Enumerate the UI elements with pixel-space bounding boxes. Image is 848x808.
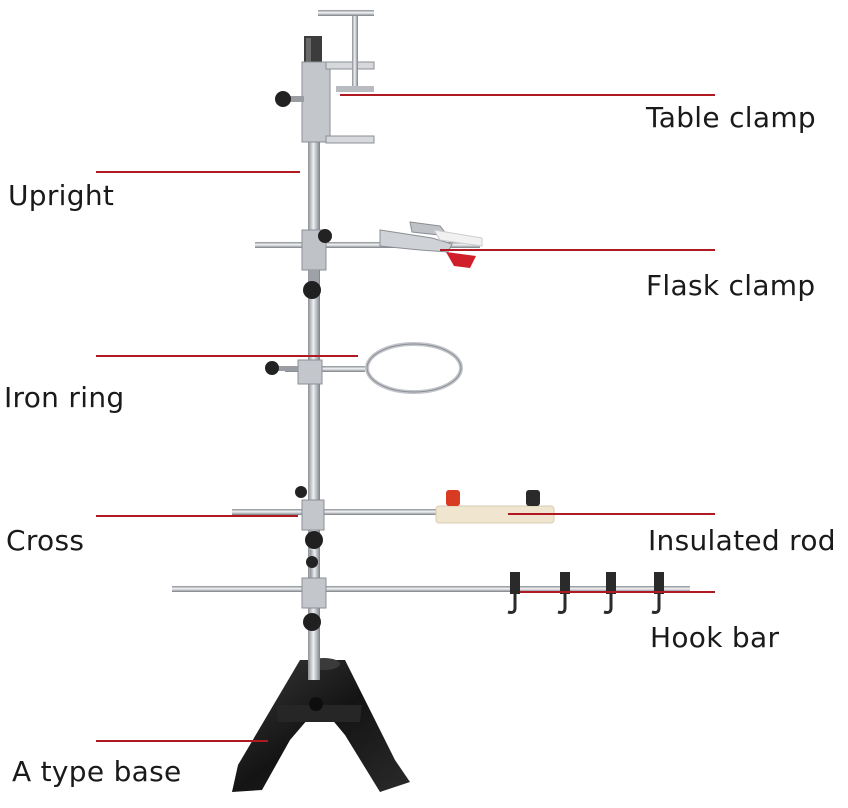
hook-1 (508, 572, 520, 613)
leader-lines (96, 95, 715, 741)
label-flask-clamp: Flask clamp (646, 272, 815, 300)
insulated-rod (436, 490, 554, 523)
label-cross: Cross (6, 527, 84, 555)
iron-ring (265, 344, 461, 392)
label-hook-bar: Hook bar (650, 624, 779, 652)
label-iron-ring: Iron ring (4, 384, 124, 412)
flask-clamp (255, 222, 482, 299)
a-type-base (232, 658, 410, 792)
hook-bar (172, 550, 690, 631)
table-clamp (275, 10, 374, 143)
label-a-type-base: A type base (12, 758, 182, 786)
label-upright: Upright (8, 182, 114, 210)
label-insulated-rod: Insulated rod (648, 527, 836, 555)
label-table-clamp: Table clamp (646, 104, 816, 132)
